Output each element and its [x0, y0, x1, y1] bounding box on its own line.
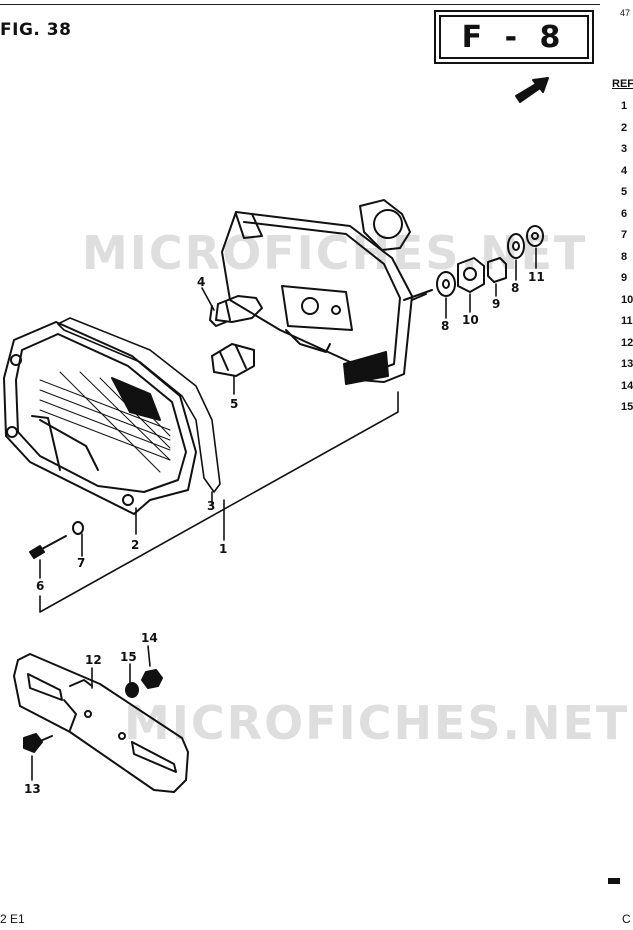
- reference-number-list: 1 2 3 4 5 6 7 8 9 10 11 12 13 14 15: [621, 100, 633, 423]
- gasket: [57, 317, 221, 493]
- lamp-housing: [221, 199, 433, 385]
- callout-label: 10: [462, 313, 479, 327]
- front-direction-arrow-icon: [515, 77, 549, 103]
- callout-label: 4: [197, 275, 205, 289]
- callout-label: 15: [120, 650, 137, 664]
- callout-label: 12: [85, 653, 102, 667]
- figure-title: FIG. 38: [0, 20, 72, 40]
- callout-label: 13: [24, 782, 41, 796]
- watermark: MICROFICHES.NET: [124, 696, 630, 750]
- footer-mark: [608, 878, 620, 884]
- lens: [3, 321, 197, 515]
- washer-8-icon: [507, 233, 525, 259]
- callout-label: 6: [36, 579, 44, 593]
- top-rule: [0, 4, 600, 5]
- assembly-line: [39, 391, 399, 613]
- bolt-13-icon: [23, 733, 53, 753]
- reference-header: REF: [612, 78, 633, 90]
- section-code: F - 8: [461, 19, 567, 55]
- bulb-4-icon: [209, 295, 263, 327]
- reference-number: 12: [621, 336, 633, 349]
- washer-8-icon: [436, 271, 456, 297]
- section-code-box: F - 8: [434, 10, 594, 64]
- reference-number: 1: [621, 100, 628, 112]
- callout-label: 1: [219, 542, 227, 556]
- reference-number: 10: [621, 293, 633, 306]
- footer-right-text: C: [622, 912, 631, 926]
- license-bracket: [13, 653, 189, 793]
- reference-number: 11: [621, 315, 633, 327]
- callout-label: 3: [207, 499, 215, 513]
- reference-number: 7: [621, 229, 628, 241]
- footer-left-text: 2 E1: [0, 912, 25, 926]
- callout-label: 2: [131, 538, 139, 552]
- callout-label: 11: [528, 270, 545, 284]
- nut-10-icon: [457, 257, 485, 293]
- spacer-9-icon: [487, 257, 507, 283]
- nut-14-icon: [141, 669, 163, 689]
- callout-label: 9: [492, 297, 500, 311]
- callout-label: 5: [230, 397, 238, 411]
- reference-number: 3: [621, 143, 628, 155]
- screw-6-icon: [29, 535, 67, 559]
- reference-number: 8: [621, 250, 628, 263]
- reference-number: 14: [621, 379, 633, 392]
- washer-15-icon: [125, 682, 139, 698]
- callout-label: 7: [77, 556, 85, 570]
- reference-number: 6: [621, 207, 628, 220]
- nut-11-icon: [526, 225, 544, 247]
- reference-number: 2: [621, 121, 628, 134]
- reference-number: 13: [621, 358, 633, 370]
- reference-number: 4: [621, 164, 628, 177]
- reference-number: 5: [621, 186, 628, 198]
- reference-number: 15: [621, 401, 633, 413]
- callout-label: 8: [511, 281, 519, 295]
- callout-label: 8: [441, 319, 449, 333]
- washer-7-icon: [72, 521, 84, 535]
- watermark: MICROFICHES.NET: [82, 226, 588, 280]
- bulb-5-icon: [211, 343, 255, 377]
- page-corner-number: 47: [620, 8, 631, 18]
- callout-label: 14: [141, 631, 158, 645]
- reference-number: 9: [621, 272, 628, 284]
